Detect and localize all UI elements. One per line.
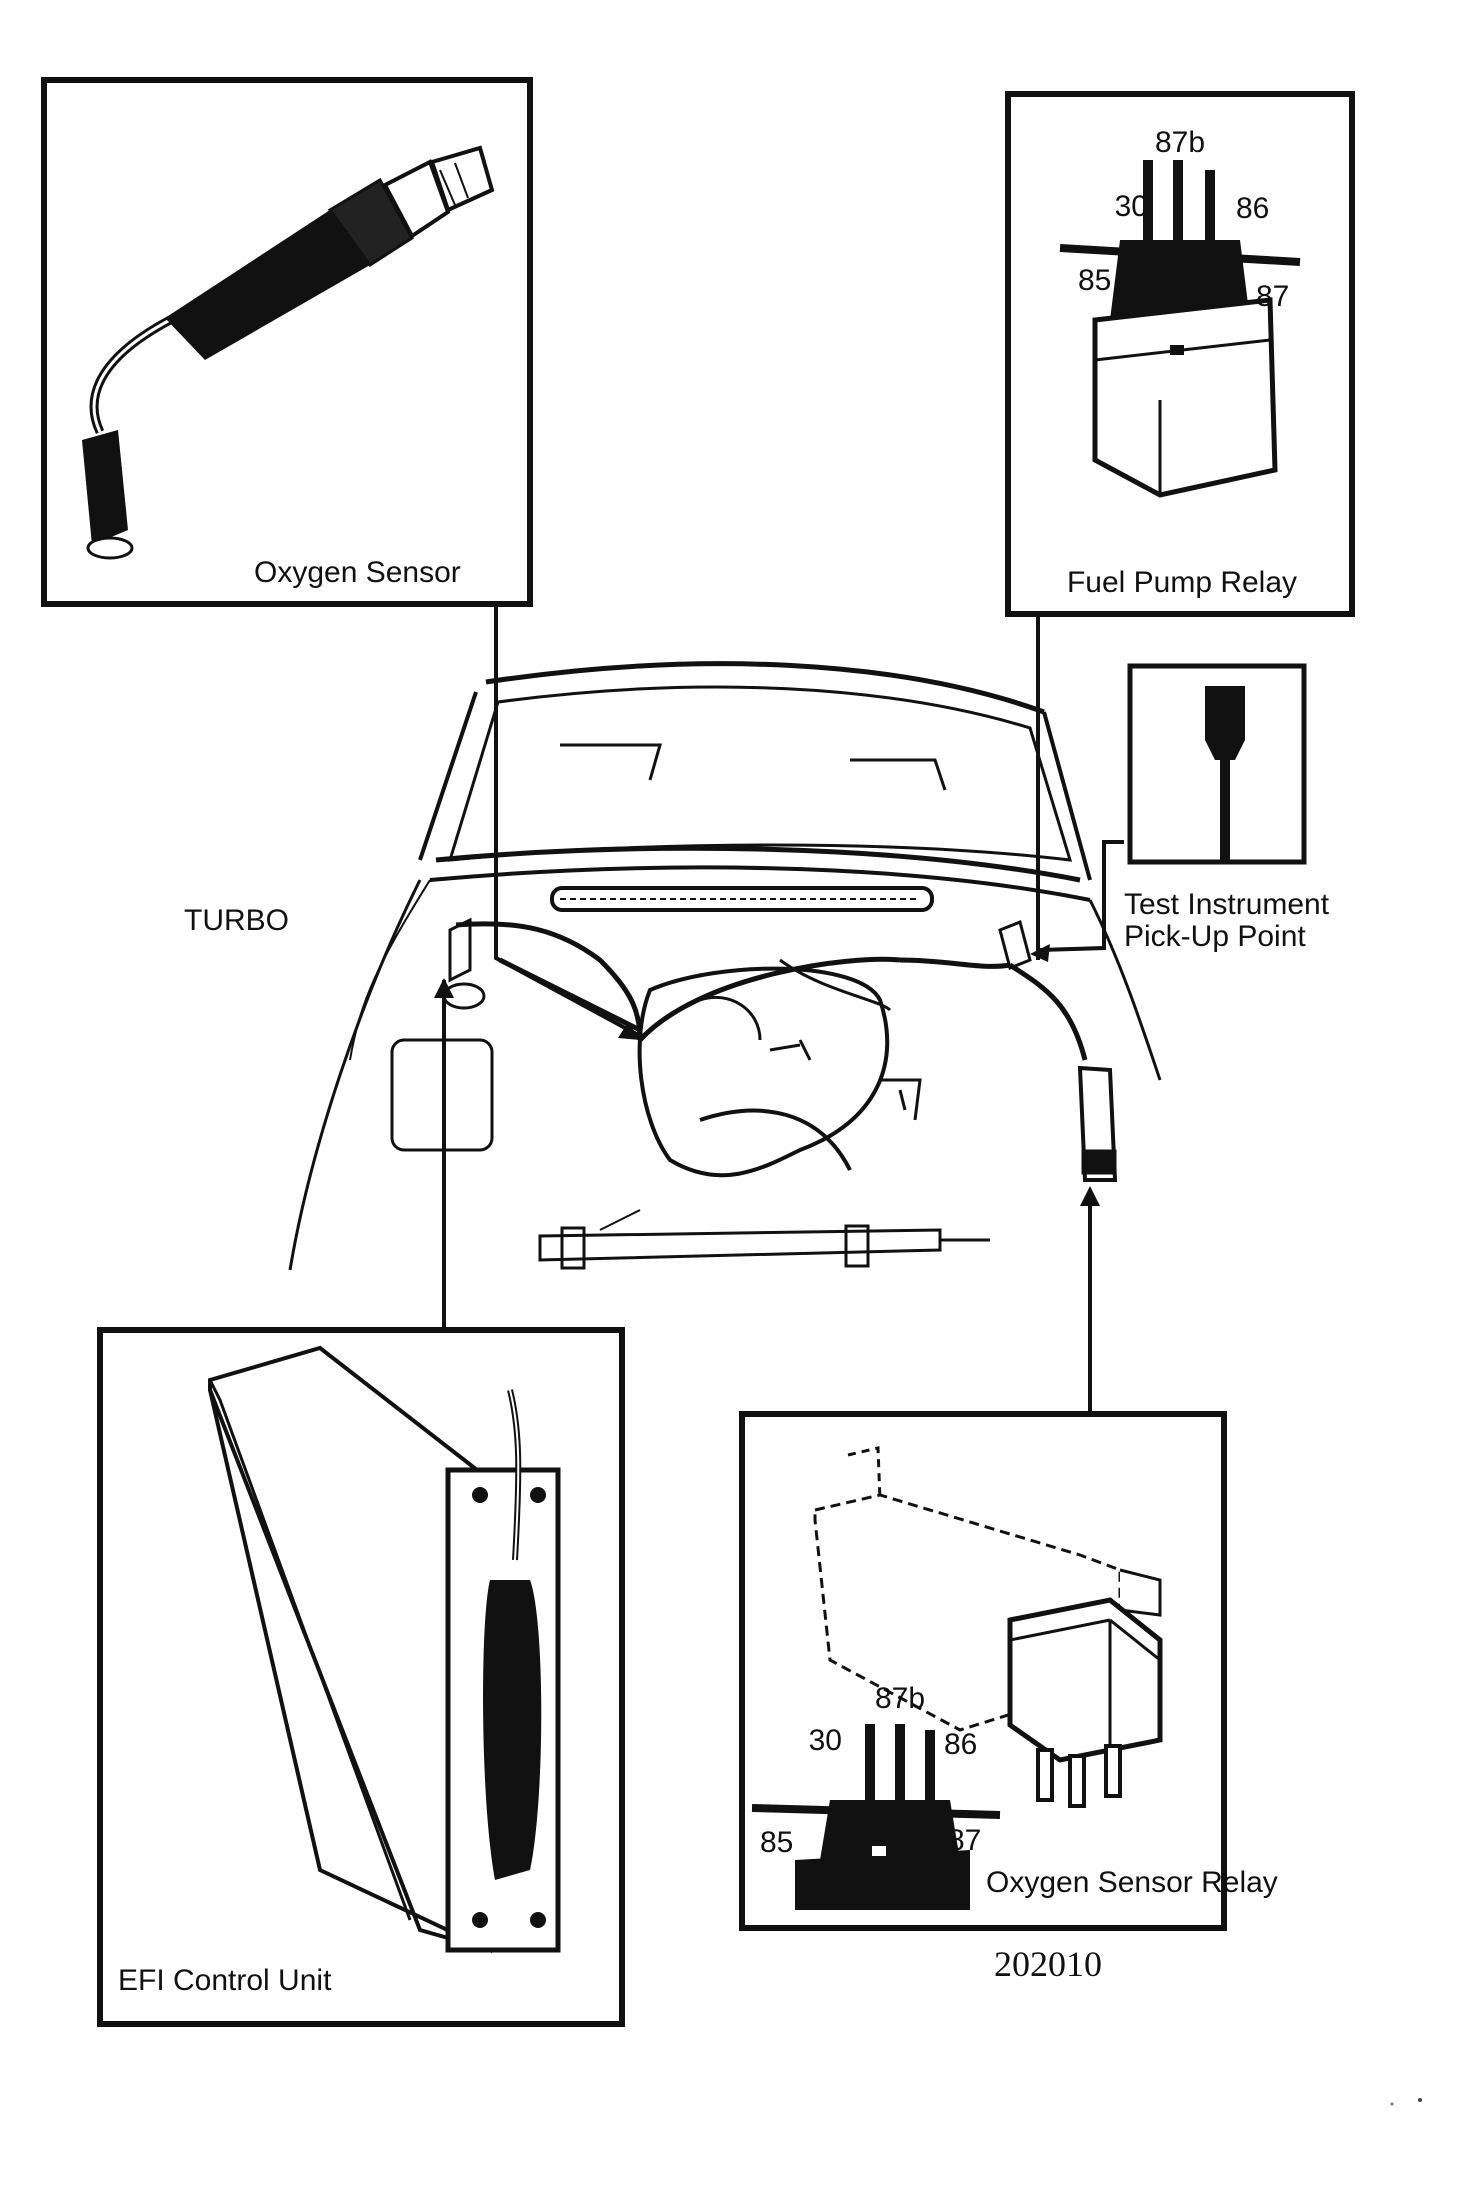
arrow-to-oxygen-sensor [618,1022,640,1040]
scan-speck [1390,2102,1394,2106]
oxygen-sensor-illustration [82,145,495,560]
oxygen-sensor-relay-panel: 87b 30 86 85 87 Oxygen Sensor Relay [739,1411,1278,1931]
fuel-pump-relay-pin-85: 85 [1078,264,1111,297]
fuel-pump-relay-pin-86: 86 [1236,192,1269,225]
oxygen-sensor-relay-illustration [751,1446,1163,1910]
scan-speck [1418,2098,1422,2102]
oxygen-sensor-label: Oxygen Sensor [254,556,461,589]
connector-plug-icon [1205,686,1245,760]
fuel-pump-relay-pin-87b: 87b [1155,126,1205,159]
oxygen-sensor-relay-pin-30: 30 [809,1724,842,1757]
fuel-pump-relay-label: Fuel Pump Relay [1067,566,1297,599]
fuel-pump-relay-pin-30: 30 [1115,190,1148,223]
oxygen-sensor-relay-pin-85: 85 [760,1826,793,1859]
arrow-to-efi-unit [434,978,454,998]
test-point-panel [1127,663,1307,865]
figure-number: 202010 [994,1944,1102,1984]
oxygen-sensor-relay-pin-86: 86 [944,1728,977,1761]
oxygen-sensor-relay-pin-87b: 87b [875,1682,925,1715]
leader-arrowheads [434,944,1100,1206]
arrow-to-test-point [1030,944,1050,962]
leader-lines [442,604,1124,1412]
wiring-harness [455,921,1088,1061]
car-engine-bay-illustration [288,661,1162,1271]
turbo-label: TURBO [184,904,289,937]
oxygen-sensor-panel: Oxygen Sensor [41,77,533,607]
oxygen-sensor-relay-label: Oxygen Sensor Relay [986,1866,1278,1899]
oxygen-sensor-relay-pin-87: 87 [948,1824,981,1857]
fuel-pump-relay-pin-87: 87 [1256,280,1289,313]
fuel-pump-relay-illustration [1059,160,1301,498]
test-point-label-line1: Test Instrument [1124,888,1330,921]
arrow-to-oxygen-sensor-relay [1080,1186,1100,1206]
test-point-label-line2: Pick-Up Point [1124,920,1306,953]
efi-control-unit-illustration [208,1345,561,1954]
fuel-pump-relay-panel: 87b 30 86 85 87 Fuel Pump Relay [1005,91,1355,617]
efi-control-unit-label: EFI Control Unit [118,1964,332,1997]
efi-control-unit-panel: EFI Control Unit [97,1327,625,2027]
